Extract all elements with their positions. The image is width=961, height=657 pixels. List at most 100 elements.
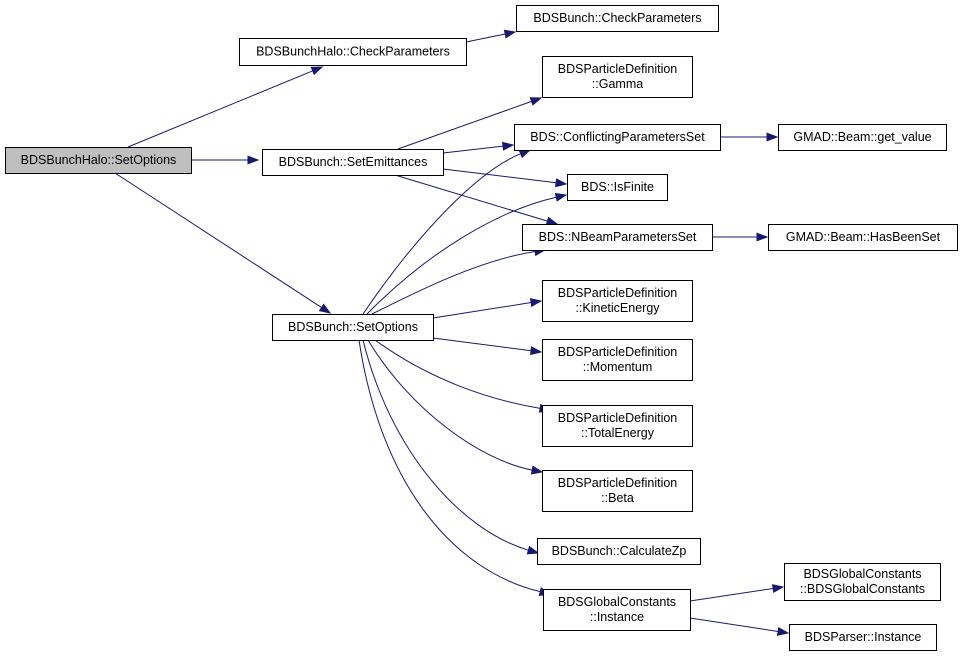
edge-line xyxy=(114,172,322,308)
node-label: BDSGlobalConstants xyxy=(558,595,676,609)
edge-n10-to-n12 xyxy=(432,337,543,356)
node-bdsparticledefinition-totalenergy[interactable]: BDSParticleDefinition::TotalEnergy xyxy=(542,405,693,447)
node-label: BDSParticleDefinition xyxy=(558,345,678,359)
node-bdsparser-instance[interactable]: BDSParser::Instance xyxy=(789,624,937,651)
arrowhead xyxy=(555,178,568,188)
arrowhead xyxy=(530,346,543,356)
node-bdsparticledefinition-gamma[interactable]: BDSParticleDefinition::Gamma xyxy=(542,56,693,98)
edge-line xyxy=(366,196,557,315)
node-bdsbunch-setemittances[interactable]: BDSBunch::SetEmittances xyxy=(262,149,444,176)
node-box xyxy=(516,5,719,32)
arrowhead xyxy=(310,66,324,76)
edge-n3-to-n4 xyxy=(397,97,543,150)
edge-n10-to-n15 xyxy=(362,339,540,555)
node-label: BDS::ConflictingParametersSet xyxy=(530,130,705,144)
edge-line xyxy=(432,337,532,352)
node-label: BDSParticleDefinition xyxy=(558,476,678,490)
node-bdsbunchhalo-checkparameters[interactable]: BDSBunchHalo::CheckParameters xyxy=(239,38,467,66)
edge-n8-to-n9 xyxy=(712,232,769,242)
node-box xyxy=(522,224,713,251)
edge-n10-to-n13 xyxy=(374,339,552,413)
arrowhead xyxy=(526,545,540,555)
node-box xyxy=(542,470,693,512)
node-label: ::TotalEnergy xyxy=(581,426,655,440)
node-label: GMAD::Beam::HasBeenSet xyxy=(786,230,941,244)
arrowhead xyxy=(545,216,559,226)
arrowhead xyxy=(318,303,332,314)
node-bds-conflictingparametersset[interactable]: BDS::ConflictingParametersSet xyxy=(514,124,721,151)
arrowhead xyxy=(529,298,543,308)
node-gmad-beam-get-value[interactable]: GMAD::Beam::get_value xyxy=(778,124,947,151)
nodes-layer: BDSBunchHalo::SetOptions BDSBunchHalo::Ch… xyxy=(5,5,958,651)
node-label: BDSParticleDefinition xyxy=(558,62,678,76)
edge-line xyxy=(689,617,779,632)
node-box xyxy=(542,56,693,98)
node-box xyxy=(514,124,721,151)
edge-line xyxy=(362,153,521,315)
arrowhead xyxy=(530,465,544,475)
node-box xyxy=(537,538,701,565)
node-label: GMAD::Beam::get_value xyxy=(793,130,931,144)
arrowhead xyxy=(503,29,517,39)
edge-n10-to-n14 xyxy=(367,339,544,475)
node-bdsglobalconstants-bdsglobalconstants[interactable]: BDSGlobalConstants::BDSGlobalConstants xyxy=(784,563,941,601)
edge-n0-to-n1 xyxy=(127,66,324,148)
node-label: BDSGlobalConstants xyxy=(803,567,921,581)
arrowhead xyxy=(502,141,515,151)
node-bdsbunch-checkparameters[interactable]: BDSBunch::CheckParameters xyxy=(516,5,719,32)
node-box xyxy=(542,339,693,381)
node-label: BDSBunchHalo::SetOptions xyxy=(21,153,177,167)
node-label: ::Beta xyxy=(601,491,634,505)
node-box xyxy=(789,624,937,651)
node-bdsbunchhalo-setoptions[interactable]: BDSBunchHalo::SetOptions xyxy=(5,147,192,174)
node-box xyxy=(272,314,434,341)
node-bdsparticledefinition-momentum[interactable]: BDSParticleDefinition::Momentum xyxy=(542,339,693,381)
node-bds-nbeamparametersset[interactable]: BDS::NBeamParametersSet xyxy=(522,224,713,251)
edge-n0-to-n10 xyxy=(114,172,332,314)
node-label: BDSParticleDefinition xyxy=(558,286,678,300)
node-box xyxy=(784,563,941,601)
node-bds-isfinite[interactable]: BDS::IsFinite xyxy=(567,174,668,201)
node-label: BDSBunch::SetOptions xyxy=(288,320,418,334)
node-label: BDSBunch::SetEmittances xyxy=(279,155,428,169)
edge-line xyxy=(127,70,313,148)
node-label: BDSBunch::CalculateZp xyxy=(552,544,687,558)
arrowhead xyxy=(518,149,532,159)
edge-n5-to-n6 xyxy=(720,132,779,142)
node-box xyxy=(768,224,958,251)
node-box xyxy=(239,38,467,66)
node-bdsglobalconstants-instance[interactable]: BDSGlobalConstants::Instance xyxy=(543,589,691,631)
edge-line xyxy=(689,587,774,602)
edge-n1-to-n2 xyxy=(465,29,517,43)
edge-n10-to-n11 xyxy=(432,298,543,319)
node-label: BDSParticleDefinition xyxy=(558,411,678,425)
edge-line xyxy=(367,339,533,471)
node-box xyxy=(262,149,444,176)
edge-line xyxy=(432,302,532,319)
node-bdsbunch-setoptions[interactable]: BDSBunch::SetOptions xyxy=(272,314,434,341)
node-bdsparticledefinition-kineticenergy[interactable]: BDSParticleDefinition::KineticEnergy xyxy=(542,280,693,322)
node-label: ::KineticEnergy xyxy=(575,301,660,315)
edge-line xyxy=(465,33,506,43)
node-box xyxy=(778,124,947,151)
node-box xyxy=(567,174,668,201)
node-gmad-beam-hasbeenset[interactable]: GMAD::Beam::HasBeenSet xyxy=(768,224,958,251)
node-bdsbunch-calculatezp[interactable]: BDSBunch::CalculateZp xyxy=(537,538,701,565)
edge-line xyxy=(442,145,504,154)
arrowhead xyxy=(766,132,779,142)
node-label: BDS::NBeamParametersSet xyxy=(539,230,697,244)
edge-n3-to-n7 xyxy=(442,168,568,188)
node-box xyxy=(542,405,693,447)
edge-line xyxy=(374,339,541,409)
node-label: BDSBunchHalo::CheckParameters xyxy=(256,45,450,59)
edge-n0-to-n3 xyxy=(191,155,260,165)
node-bdsparticledefinition-beta[interactable]: BDSParticleDefinition::Beta xyxy=(542,470,693,512)
node-box xyxy=(542,280,693,322)
node-label: ::Instance xyxy=(590,610,644,624)
edge-n16-to-n17 xyxy=(689,584,785,602)
node-label: BDSParser::Instance xyxy=(805,630,922,644)
arrowhead xyxy=(247,155,260,165)
node-label: ::Gamma xyxy=(592,77,643,91)
edge-line xyxy=(371,251,536,315)
